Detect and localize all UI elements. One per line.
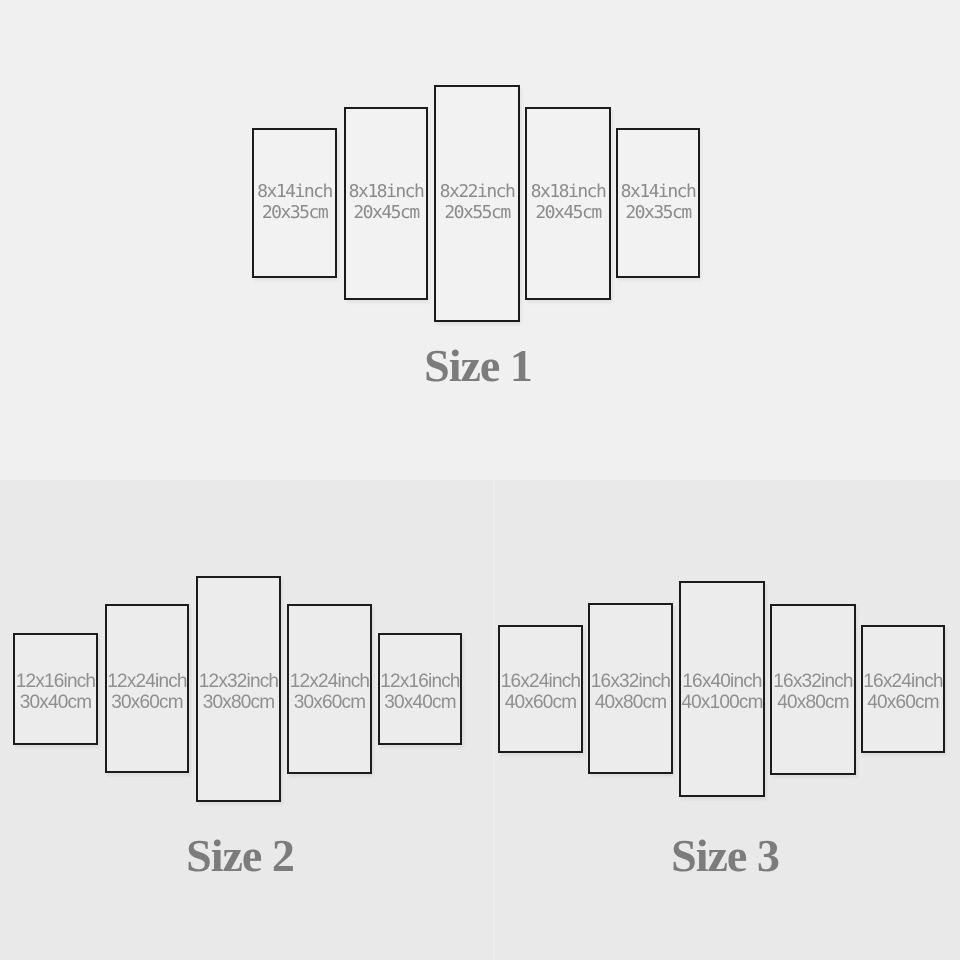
size1-panel-5 bbox=[616, 128, 700, 278]
panel-size-inches: 12x24inch bbox=[107, 671, 187, 692]
panel-size-cm: 30x60cm bbox=[293, 692, 366, 713]
size3-panel-4 bbox=[770, 604, 856, 775]
size3-panel-1 bbox=[498, 625, 583, 753]
panel-size-cm: 20x35cm bbox=[625, 202, 692, 223]
size3-panel-4-label: 16x32inch 40x80cm bbox=[770, 671, 856, 713]
size1-panel-2 bbox=[344, 107, 428, 300]
panel-size-cm: 20x35cm bbox=[261, 202, 329, 223]
panel-size-cm: 30x80cm bbox=[202, 692, 275, 713]
size1-section: 8x14inch 20x35cm 8x18inch 20x45cm 8x22in… bbox=[252, 85, 700, 391]
panel-size-inches: 16x24inch bbox=[500, 671, 581, 692]
size3-panel-2-label: 16x32inch 40x80cm bbox=[588, 671, 673, 713]
size2-panel-2 bbox=[105, 604, 189, 773]
panel-size-inches: 12x16inch bbox=[380, 671, 460, 692]
size1-panel-4-label: 8x18inch 20x45cm bbox=[525, 181, 611, 223]
size3-panel-3 bbox=[679, 581, 765, 797]
panel-size-cm: 40x100cm bbox=[681, 692, 763, 713]
panel-size-cm: 40x60cm bbox=[504, 692, 577, 713]
size2-panel-1 bbox=[13, 633, 98, 745]
size1-panel-1-label: 8x14inch 20x35cm bbox=[252, 181, 337, 223]
size3-panel-2 bbox=[588, 603, 673, 774]
size2-panel-5-label: 12x16inch 30x40cm bbox=[378, 671, 462, 713]
panel-size-inches: 8x14inch bbox=[620, 181, 697, 202]
panel-size-inches: 16x40inch bbox=[682, 671, 762, 692]
background-seam-divider bbox=[493, 480, 495, 960]
size1-panel-1 bbox=[252, 128, 337, 278]
panel-size-cm: 40x80cm bbox=[594, 692, 667, 713]
size2-title: Size 2 bbox=[186, 830, 295, 881]
panel-size-inches: 8x18inch bbox=[348, 181, 425, 202]
panel-size-cm: 20x45cm bbox=[353, 202, 420, 223]
panel-size-inches: 8x18inch bbox=[530, 181, 607, 202]
panel-size-cm: 30x60cm bbox=[111, 692, 183, 713]
size2-panel-4-label: 12x24inch 30x60cm bbox=[287, 671, 372, 713]
size3-title: Size 3 bbox=[671, 830, 780, 881]
size1-panel-3 bbox=[434, 85, 520, 322]
size2-panel-3-label: 12x32inch 30x80cm bbox=[196, 671, 281, 713]
size2-panel-4 bbox=[287, 604, 372, 774]
panel-size-inches: 12x32inch bbox=[198, 671, 279, 692]
size1-panel-4 bbox=[525, 107, 611, 300]
panel-size-cm: 30x40cm bbox=[19, 692, 92, 713]
size2-panel-3 bbox=[196, 576, 281, 802]
size2-panel-5 bbox=[378, 633, 462, 745]
size2-size3-section: 12x16inch 30x40cm 12x24inch 30x60cm 12x3… bbox=[0, 480, 960, 960]
panel-size-inches: 12x16inch bbox=[15, 671, 96, 692]
size1-panel-2-label: 8x18inch 20x45cm bbox=[344, 181, 428, 223]
size3-panel-5 bbox=[861, 625, 945, 753]
size1-title: Size 1 bbox=[424, 340, 533, 391]
panel-size-cm: 20x45cm bbox=[535, 202, 602, 223]
panel-size-inches: 16x32inch bbox=[773, 671, 853, 692]
panel-size-inches: 16x24inch bbox=[863, 671, 943, 692]
panel-size-cm: 40x60cm bbox=[867, 692, 939, 713]
panel-size-cm: 20x55cm bbox=[444, 202, 511, 223]
size3-panel-5-label: 16x24inch 40x60cm bbox=[861, 671, 945, 713]
size2-panel-1-label: 12x16inch 30x40cm bbox=[13, 671, 98, 713]
size3-panel-1-label: 16x24inch 40x60cm bbox=[498, 671, 583, 713]
panel-size-inches: 8x22inch bbox=[439, 181, 516, 202]
size3-panel-3-label: 16x40inch 40x100cm bbox=[679, 671, 765, 713]
panel-size-cm: 40x80cm bbox=[777, 692, 849, 713]
size1-panel-3-label: 8x22inch 20x55cm bbox=[434, 181, 520, 223]
panel-size-inches: 16x32inch bbox=[590, 671, 671, 692]
panel-size-inches: 8x14inch bbox=[257, 181, 333, 202]
panel-size-cm: 30x40cm bbox=[384, 692, 456, 713]
size2-panel-2-label: 12x24inch 30x60cm bbox=[105, 671, 189, 713]
panel-size-inches: 12x24inch bbox=[289, 671, 370, 692]
size1-panel-5-label: 8x14inch 20x35cm bbox=[616, 181, 700, 223]
